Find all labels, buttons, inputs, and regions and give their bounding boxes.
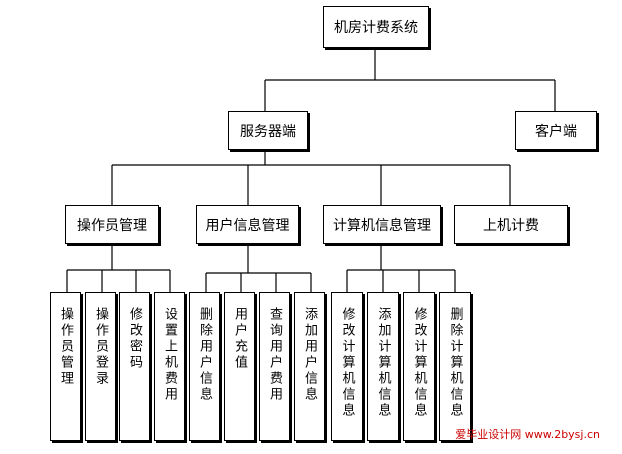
module-label: 用户信息管理 [205, 217, 290, 234]
leaf-node: 修改密码 [119, 292, 150, 441]
leaf-label: 用户充值 [232, 307, 247, 371]
leaf-label: 操作员管理 [58, 307, 73, 387]
root-node: 机房计费系统 [323, 6, 429, 48]
leaf-label: 添加计算机信息 [375, 307, 391, 419]
module-billing: 上机计费 [454, 205, 568, 244]
leaf-node: 修改计算机信息 [331, 292, 363, 441]
leaf-label: 修改计算机信息 [411, 307, 427, 419]
leaf-label: 删除用户信息 [197, 307, 212, 403]
leaf-node: 设置上机费用 [154, 292, 185, 441]
leaf-node: 查询用户费用 [259, 292, 290, 441]
module-label: 操作员管理 [77, 217, 147, 234]
leaf-node: 操作员登录 [85, 292, 116, 441]
leaf-label: 设置上机费用 [162, 307, 177, 403]
leaf-label: 操作员登录 [93, 307, 108, 387]
server-node: 服务器端 [228, 111, 308, 150]
leaf-label: 删除计算机信息 [447, 307, 463, 419]
leaf-node: 用户充值 [224, 292, 255, 441]
leaf-node: 添加用户信息 [294, 292, 325, 441]
module-label: 计算机信息管理 [333, 217, 431, 234]
server-label: 服务器端 [240, 123, 296, 140]
leaf-node: 删除用户信息 [189, 292, 220, 441]
module-operator-management: 操作员管理 [65, 205, 159, 244]
leaf-label: 添加用户信息 [302, 307, 317, 403]
module-label: 上机计费 [483, 217, 539, 234]
leaf-label: 修改计算机信息 [339, 307, 355, 419]
module-computer-info-management: 计算机信息管理 [323, 205, 441, 244]
root-label: 机房计费系统 [334, 20, 418, 36]
watermark-text: 爱毕业设计网 www.2bysj.cn [455, 428, 600, 441]
client-node: 客户端 [515, 111, 597, 150]
leaf-node: 删除计算机信息 [439, 292, 471, 441]
leaf-label: 修改密码 [127, 307, 142, 371]
leaf-label: 查询用户费用 [267, 307, 282, 403]
module-user-info-management: 用户信息管理 [196, 205, 299, 244]
leaf-node: 操作员管理 [50, 292, 81, 441]
leaf-node: 修改计算机信息 [403, 292, 435, 441]
client-label: 客户端 [535, 123, 577, 140]
leaf-node: 添加计算机信息 [367, 292, 399, 441]
